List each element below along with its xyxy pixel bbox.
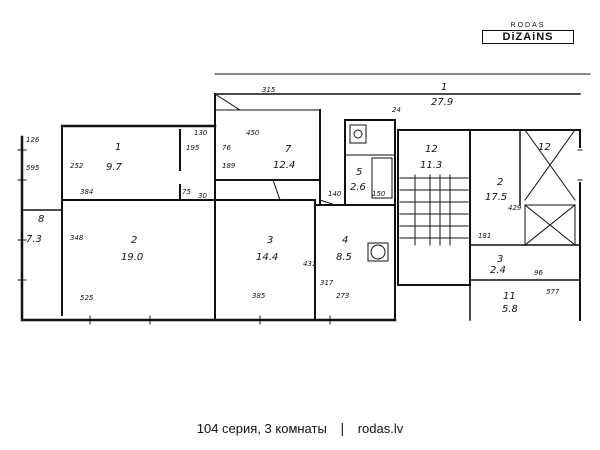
dim-140: 140	[328, 190, 342, 198]
dim-384: 384	[80, 188, 93, 196]
room-4-area: 8.5	[336, 252, 352, 263]
caption-series: 104 серия, 3 комнаты	[196, 421, 327, 436]
dim-348: 348	[70, 234, 84, 242]
dim-130: 130	[194, 129, 208, 137]
logo-title: DiZAiNS	[482, 30, 574, 44]
dim-595: 595	[26, 164, 40, 172]
logo-subtitle: RODAS	[510, 22, 546, 29]
room-corridor-area: 27.9	[431, 97, 453, 108]
room-2-area: 19.0	[121, 252, 143, 263]
room-3-area: 14.4	[256, 252, 278, 263]
room-1-number: 1	[115, 142, 121, 153]
room-8-area: 7.3	[26, 234, 42, 245]
dim-75: 75	[182, 188, 191, 196]
dim-385: 385	[252, 292, 266, 300]
room-corridor-number: 1	[441, 82, 447, 93]
room-1-area: 9.7	[106, 162, 123, 173]
dim-24: 24	[392, 106, 401, 114]
room-2-number: 2	[131, 235, 137, 246]
dim-126: 126	[26, 136, 40, 144]
caption-site: rodas.lv	[357, 421, 404, 436]
room-12-number: 12	[425, 144, 438, 155]
dim-315: 315	[262, 86, 276, 94]
room-4-number: 4	[342, 235, 348, 246]
dim-577: 577	[546, 288, 560, 296]
room-1-wall	[61, 125, 181, 201]
dim-525: 525	[80, 294, 94, 302]
dim-181: 181	[478, 232, 491, 240]
dim-429: 429	[508, 204, 522, 212]
dim-30: 30	[198, 192, 207, 200]
dim-273: 273	[336, 292, 349, 300]
room-11-number: 11	[503, 291, 516, 302]
brand-logo: RODAS DiZAiNS	[482, 22, 574, 44]
room-r3-number: 3	[497, 254, 503, 265]
room-5-number: 5	[356, 167, 362, 178]
room-r2-number: 2	[497, 177, 503, 188]
dim-150: 150	[372, 190, 386, 198]
room-7-area: 12.4	[273, 160, 295, 171]
dim-431: 431	[303, 260, 316, 268]
dim-96: 96	[534, 269, 543, 277]
caption: 104 серия, 3 комнаты | rodas.lv	[0, 420, 600, 436]
dim-189: 189	[222, 162, 236, 170]
dim-195: 195	[186, 144, 200, 152]
room-r2-area: 17.5	[485, 192, 507, 203]
outer-wall	[20, 135, 397, 322]
room-3-number: 3	[267, 235, 273, 246]
room-11-area: 5.8	[502, 304, 518, 315]
room-7-number: 7	[285, 144, 292, 155]
room-12-area: 11.3	[420, 160, 442, 171]
room-r3-area: 2.4	[490, 265, 506, 276]
caption-separator: |	[340, 420, 345, 436]
dim-450: 450	[246, 129, 260, 137]
dim-317: 317	[320, 279, 334, 287]
room-5-area: 2.6	[350, 182, 366, 193]
dim-76: 76	[222, 144, 231, 152]
floor-plan: 1 9.7 2 19.0 3 14.4 4 8.5 5 2.6 7 12.4 8…	[17, 73, 591, 325]
dim-252: 252	[70, 162, 84, 170]
room-r12-number: 12	[538, 142, 551, 153]
room-8-number: 8	[38, 214, 44, 225]
